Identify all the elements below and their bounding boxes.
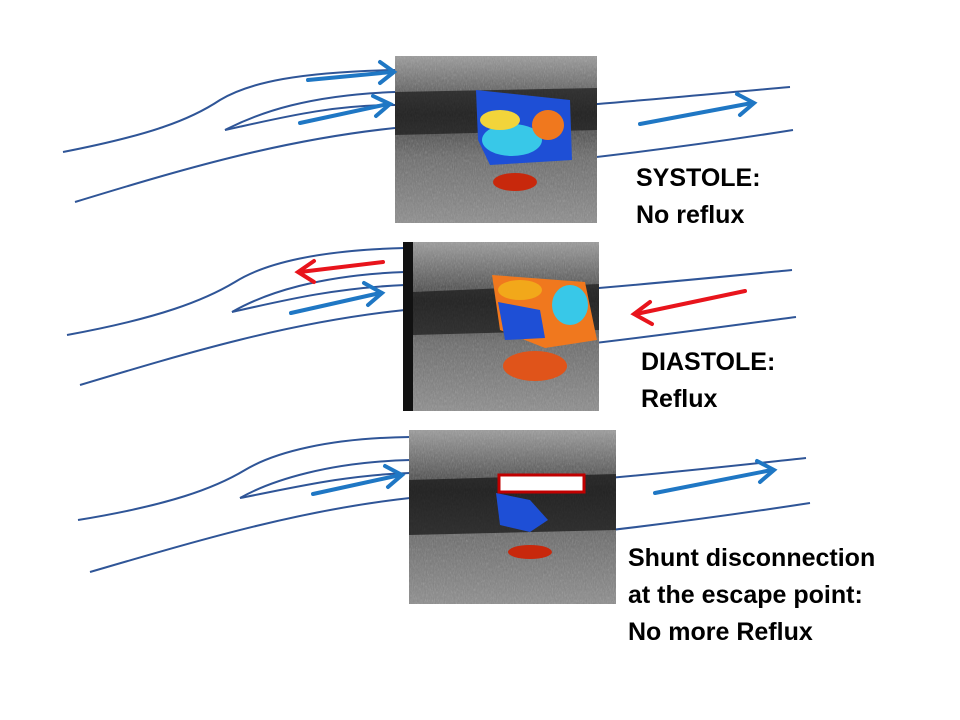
vessel-inner-bottom <box>231 284 406 313</box>
flow-arrow-head <box>371 94 394 118</box>
caption-systole: SYSTOLE: No reflux <box>636 160 761 234</box>
vessel-right-bottom <box>584 502 811 534</box>
flow-arrow-head <box>383 464 406 489</box>
caption-shunt: Shunt disconnection at the escape point:… <box>628 540 875 651</box>
ultrasound-image-shunt <box>409 430 616 604</box>
flow-arrow-head <box>735 92 758 117</box>
panel-diastole <box>66 242 797 411</box>
reflux-arrow-icon <box>634 289 747 316</box>
flow-arrow-icon <box>638 101 754 126</box>
flow-arrow-head <box>378 60 398 85</box>
vessel-right-bottom <box>569 129 794 161</box>
caption-diastole: DIASTOLE: Reflux <box>641 344 775 418</box>
flow-arrow-head <box>362 281 386 307</box>
vessel-outer-top <box>77 436 411 521</box>
vessel-right-bottom <box>577 316 797 346</box>
doppler-orange-region <box>532 110 564 140</box>
doppler-blue-region <box>496 493 548 532</box>
vessel-lines <box>66 247 797 386</box>
panel-shunt <box>77 430 811 604</box>
disconnection-marker <box>497 473 586 494</box>
vessel-inner-top <box>231 271 406 313</box>
flow-arrow-icon <box>289 291 382 315</box>
flow-arrow-head <box>755 459 778 484</box>
vessel-outer-bottom <box>89 497 411 573</box>
flow-arrow-icon <box>306 70 394 82</box>
caption-line: at the escape point: <box>628 581 863 609</box>
flow-arrows-systole <box>298 60 758 126</box>
doppler-yellow-region <box>498 280 542 300</box>
flow-arrow-icon <box>311 473 402 496</box>
reflux-arrow-head <box>294 259 316 284</box>
caption-line: DIASTOLE: <box>641 348 776 376</box>
doppler-red-region <box>508 545 552 559</box>
vessel-outer-bottom <box>74 127 396 203</box>
caption-line: SYSTOLE: <box>636 164 761 192</box>
flow-arrows-diastole <box>289 259 747 326</box>
vessel-outer-top <box>66 247 406 336</box>
caption-line: Reflux <box>641 385 718 413</box>
panel-systole <box>62 56 794 223</box>
ultrasound-image-diastole <box>403 242 599 411</box>
doppler-red-region <box>503 351 567 381</box>
reflux-arrow-head <box>630 300 654 326</box>
vessel-outer-top <box>62 69 396 153</box>
vessel-outer-bottom <box>79 309 406 386</box>
vessel-inner-top <box>239 459 411 499</box>
doppler-blue-region <box>498 302 545 340</box>
caption-line: No more Reflux <box>628 618 813 646</box>
vessel-right-top <box>574 269 793 291</box>
flow-arrow-icon <box>653 468 774 495</box>
flow-arrows-shunt <box>311 459 778 496</box>
doppler-yellow-region <box>480 110 520 130</box>
doppler-cyan-region <box>482 124 542 156</box>
reflux-arrow-icon <box>298 260 385 274</box>
flow-arrow-icon <box>298 102 390 125</box>
ultrasound-image-systole <box>395 56 597 223</box>
caption-line: No reflux <box>636 201 745 229</box>
doppler-red-region <box>493 173 537 191</box>
doppler-cyan-region <box>552 285 588 325</box>
vessel-inner-bottom <box>239 472 411 499</box>
vessel-inner-top <box>224 91 396 131</box>
caption-line: Shunt disconnection <box>628 544 876 572</box>
